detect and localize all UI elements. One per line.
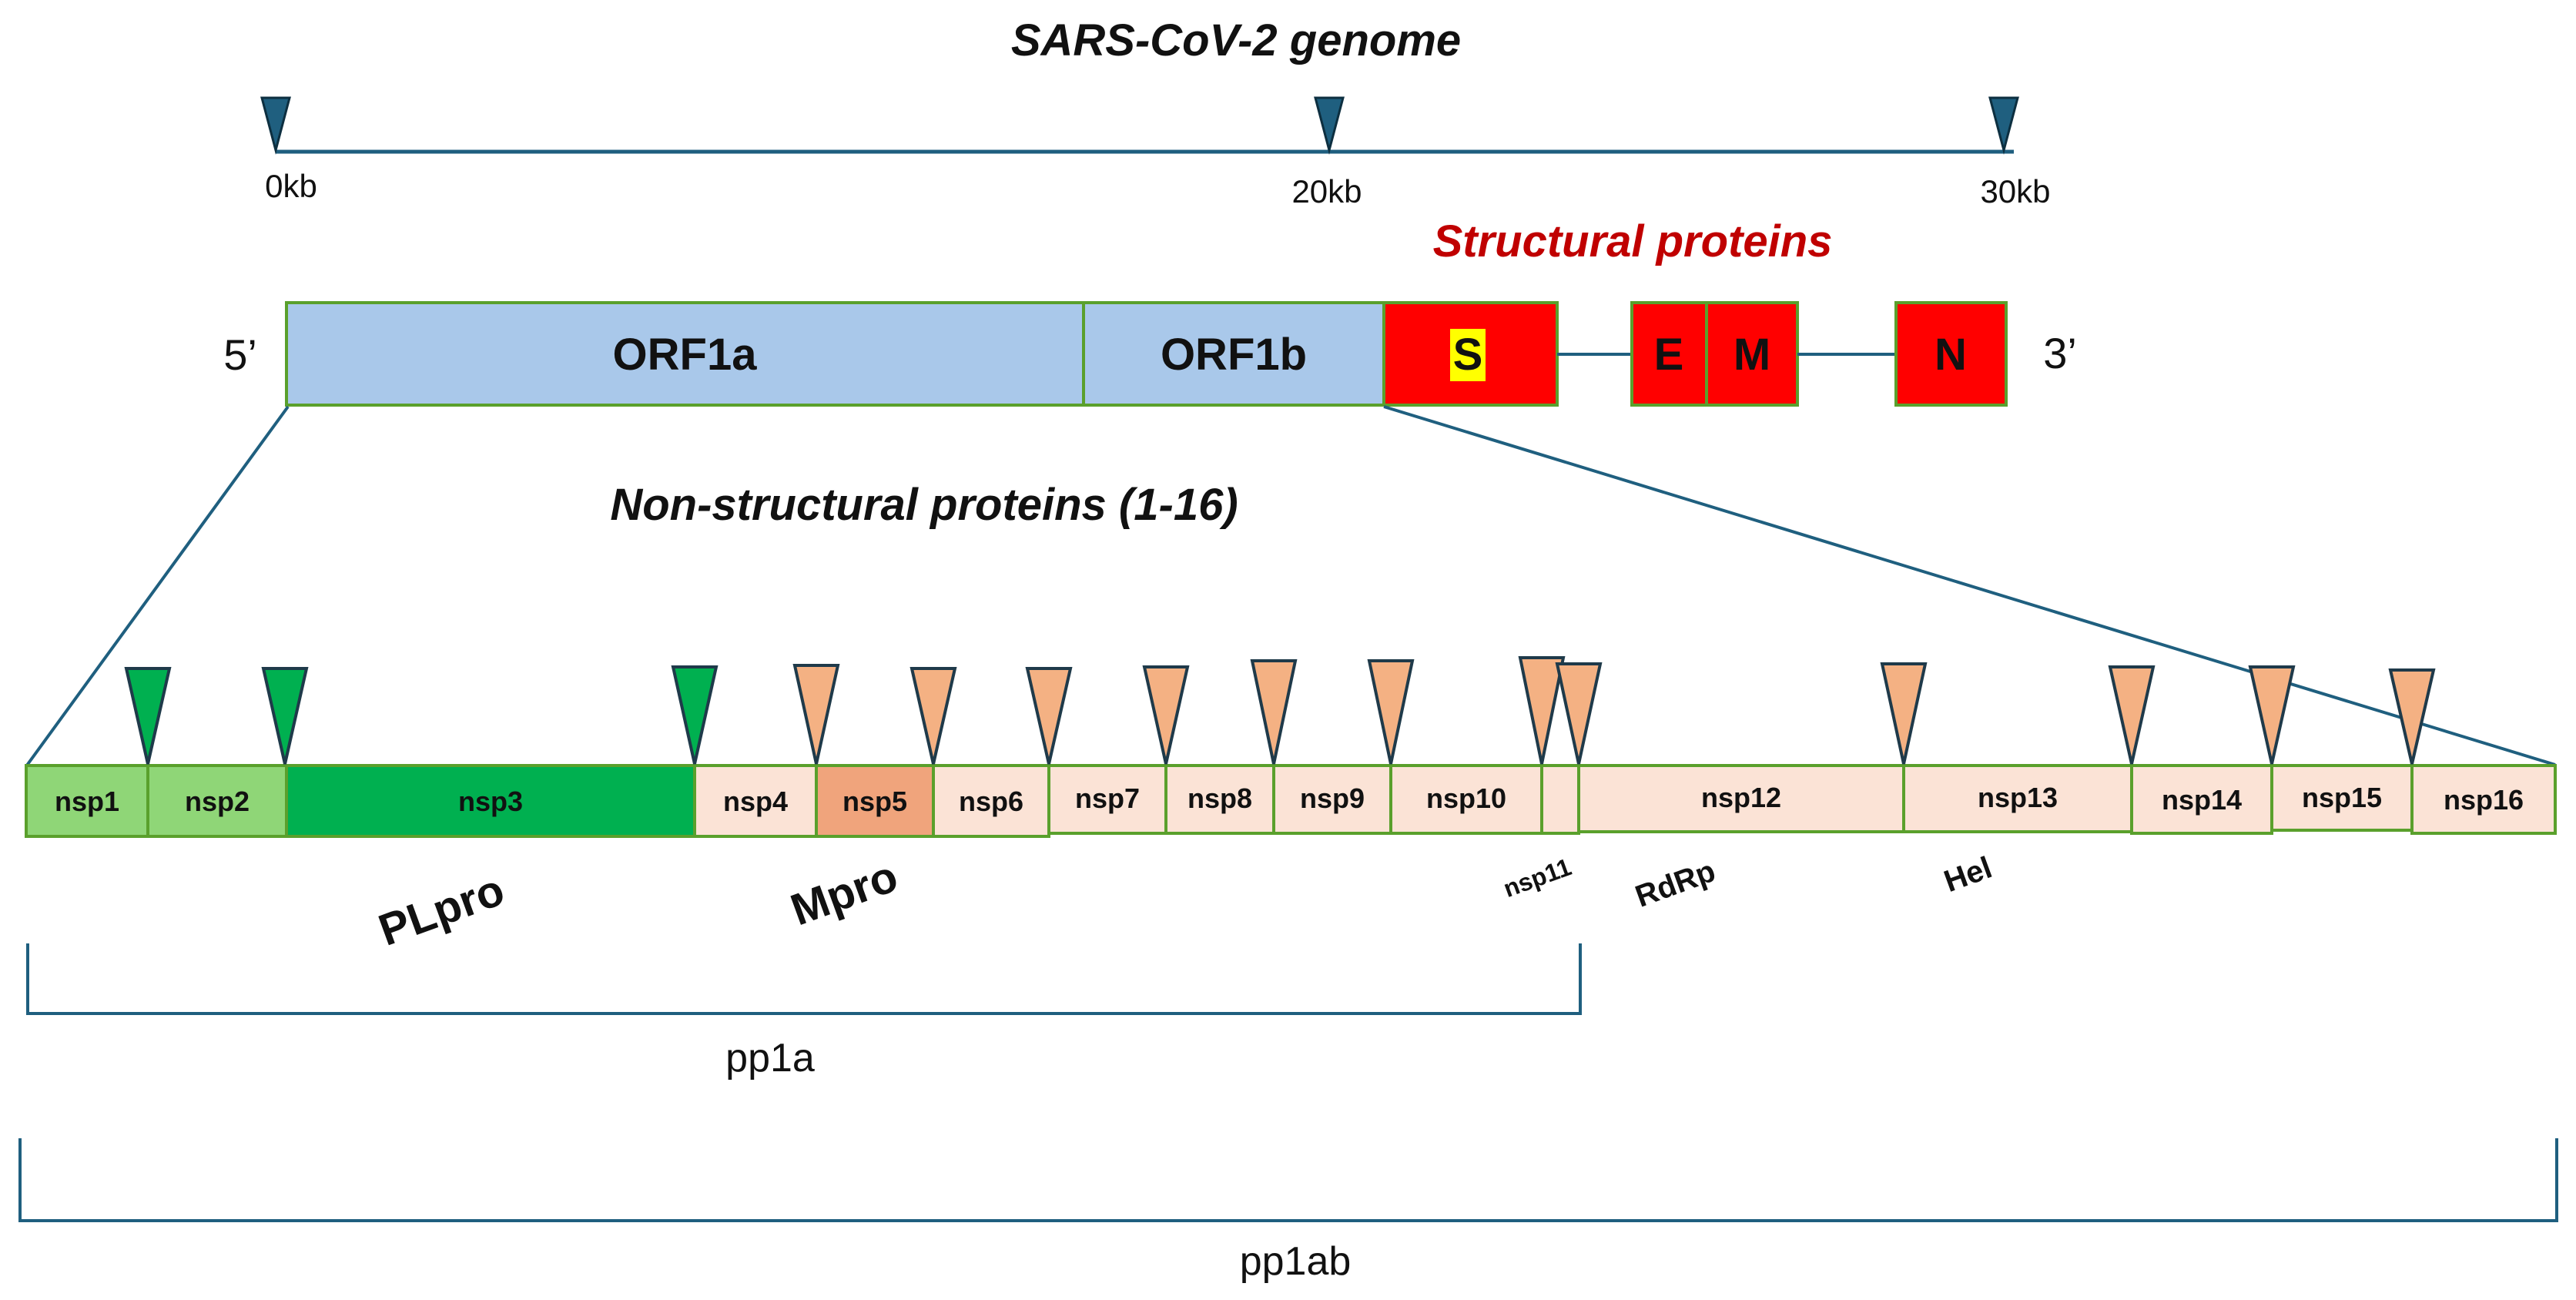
scale-marker-20kb <box>1314 96 1345 155</box>
m-gene-label: M <box>1734 330 1770 380</box>
nsp2-label: nsp2 <box>185 786 250 817</box>
m-gene-box <box>1705 301 1799 407</box>
nsp14-label: nsp14 <box>2162 784 2242 816</box>
nsp11-box <box>1540 764 1580 835</box>
nonstructural-proteins-label: Non-structural proteins (1-16) <box>610 480 1238 530</box>
nsp15-label: nsp15 <box>2302 782 2382 813</box>
nsp4-label: nsp4 <box>723 786 788 817</box>
cleavage-marker-mpro <box>1367 659 1415 765</box>
nsp11-label: nsp11 <box>1499 853 1575 903</box>
cleavage-marker-mpro <box>1025 667 1073 765</box>
e-gene-label: E <box>1654 330 1684 380</box>
structural-proteins-label: Structural proteins <box>1433 216 1833 266</box>
nsp14-box <box>2130 764 2273 835</box>
nsp8-box <box>1164 764 1275 835</box>
cleavage-marker-plpro <box>124 667 172 765</box>
nsp5-box <box>815 764 935 838</box>
pp1a-label: pp1a <box>725 1036 815 1081</box>
nsp15-box <box>2270 764 2414 832</box>
scale-tick-label: 30kb <box>1980 173 2050 209</box>
diagram-title: SARS-CoV-2 genome <box>1011 15 1461 65</box>
nsp3-box <box>285 764 696 838</box>
cleavage-marker-mpro <box>909 667 957 765</box>
scale-marker-30kb <box>1988 96 2019 155</box>
cleavage-marker-mpro <box>2248 665 2296 765</box>
scale-tick-label: 0kb <box>265 168 317 204</box>
scale-marker-0kb <box>260 96 291 155</box>
expansion-line-right <box>1383 405 2556 766</box>
cleavage-marker-mpro <box>1880 662 1928 765</box>
nsp10-label: nsp10 <box>1426 782 1506 814</box>
nsp13-label: nsp13 <box>1978 782 2058 813</box>
pp1ab-bracket <box>18 1138 2558 1222</box>
mpro-label: Mpro <box>785 851 904 936</box>
three-prime-label: 3’ <box>2043 329 2077 377</box>
n-gene-box <box>1894 301 2008 407</box>
cleavage-marker-mpro <box>792 664 840 765</box>
cleavage-marker-mpro <box>1250 659 1298 765</box>
plpro-label: PLpro <box>372 864 511 955</box>
cleavage-marker-mpro <box>1142 665 1190 765</box>
scale-tick-label: 20kb <box>1291 173 1362 209</box>
cleavage-marker-mpro <box>2108 665 2156 765</box>
orf1a-label: ORF1a <box>613 330 758 380</box>
orf1b-label: ORF1b <box>1161 330 1307 380</box>
nsp3-label: nsp3 <box>458 786 523 817</box>
nsp6-label: nsp6 <box>959 786 1023 817</box>
helicase-label: Hel <box>1940 850 1997 899</box>
cleavage-marker-mpro <box>1518 656 1566 765</box>
nsp7-box <box>1047 764 1167 835</box>
nsp1-label: nsp1 <box>55 786 119 817</box>
cleavage-marker-plpro <box>261 667 309 765</box>
orf1b-box <box>1082 301 1385 407</box>
nsp16-label: nsp16 <box>2444 784 2524 816</box>
nsp16-box <box>2410 764 2557 835</box>
cleavage-marker-mpro <box>1555 662 1603 765</box>
nsp12-label: nsp12 <box>1701 782 1781 813</box>
nsp7-label: nsp7 <box>1075 782 1140 814</box>
five-prime-label: 5’ <box>223 330 257 379</box>
rdrp-label: RdRp <box>1631 854 1720 914</box>
n-gene-label: N <box>1935 330 1967 380</box>
nsp5-label: nsp5 <box>842 786 907 817</box>
pp1ab-label: pp1ab <box>1240 1239 1352 1284</box>
nsp8-label: nsp8 <box>1188 782 1252 814</box>
cleavage-marker-mpro <box>2388 668 2436 765</box>
cleavage-marker-plpro <box>671 665 719 765</box>
s-gene-label: S <box>1453 330 1483 380</box>
nsp9-label: nsp9 <box>1300 782 1365 814</box>
expansion-line-left <box>25 405 290 768</box>
s-gene-highlight <box>1450 329 1486 381</box>
nsp10-box <box>1389 764 1543 835</box>
pp1a-bracket <box>26 943 1582 1015</box>
nsp12-box <box>1577 764 1905 833</box>
